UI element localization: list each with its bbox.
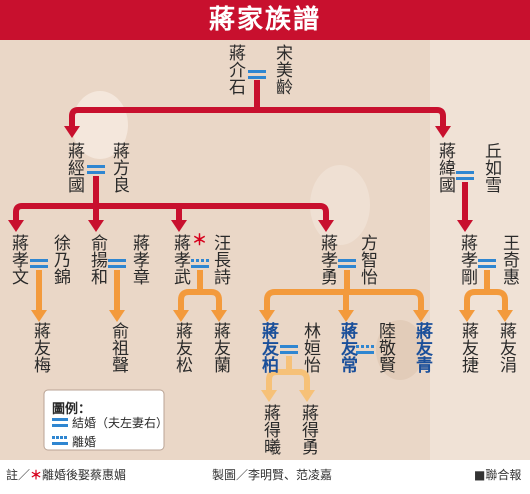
arrowhead — [459, 310, 475, 322]
legend-box — [43, 389, 165, 451]
legend-marriage-symbol — [52, 418, 68, 427]
person-chiang-weikuo: 蔣緯國 — [435, 142, 455, 193]
person-yu-sung: 蔣友松 — [172, 322, 192, 373]
connector-line — [69, 107, 446, 128]
person-yu-ching: 蔣友青 — [412, 322, 432, 373]
footer-note: 註／＊離婚後娶蔡惠媚 — [6, 466, 126, 483]
marriage-symbol — [108, 259, 126, 268]
arrowhead — [171, 220, 187, 232]
arrowhead — [8, 220, 24, 232]
arrowhead — [413, 310, 429, 322]
arrowhead — [435, 126, 451, 138]
connector-line — [464, 289, 508, 312]
footer-note-asterisk: ＊ — [30, 468, 43, 482]
background-right-panel — [430, 40, 530, 460]
marriage-symbol — [280, 345, 298, 354]
arrowhead — [261, 390, 277, 402]
footer-credits: 製圖／李明賢、范凌嘉 — [212, 468, 333, 482]
person-yu-mei: 蔣友梅 — [30, 322, 50, 373]
divorce-symbol — [356, 345, 374, 354]
footer-note-text: 離婚後娶蔡惠媚 — [42, 468, 127, 482]
person-wang-chihui: 王奇惠 — [499, 234, 519, 285]
person-chiang-kaishek: 蔣介石 — [225, 44, 245, 95]
legend-marriage-label: 結婚（夫左妻右） — [72, 416, 169, 430]
person-yu-chang: 蔣友常 — [337, 322, 357, 373]
person-chiang-fangliang: 蔣方良 — [109, 142, 129, 193]
person-soong-meiling: 宋美齡 — [272, 44, 292, 95]
marriage-symbol — [478, 259, 496, 268]
orange-arrowheads — [31, 310, 513, 322]
person-lin-yiyi: 林姮怡 — [300, 322, 320, 373]
marriage-symbol — [30, 259, 48, 268]
person-hsiao-kang: 蔣孝剛 — [457, 234, 477, 285]
person-yu-chuan: 蔣友涓 — [496, 322, 516, 373]
legend-title: 圖例： — [52, 402, 92, 417]
person-hsu-naichin: 徐乃錦 — [50, 234, 70, 285]
red-arrowheads — [8, 126, 473, 232]
marriage-symbols — [30, 70, 496, 354]
arrowhead — [338, 310, 354, 322]
person-yu-po: 蔣友柏 — [258, 322, 278, 373]
connector-line — [266, 369, 310, 392]
arrowhead — [173, 310, 189, 322]
marriage-symbol — [456, 171, 474, 180]
marriage-symbol — [248, 70, 266, 79]
person-lu-chinghsien: 陸敬賢 — [375, 322, 395, 373]
person-hsiao-chang: 蔣孝章 — [129, 234, 149, 285]
person-hsiao-wu: 蔣孝武 — [170, 234, 190, 285]
person-hsiao-yung: 蔣孝勇 — [317, 234, 337, 285]
arrowhead — [457, 220, 473, 232]
marriage-symbol — [87, 165, 105, 174]
person-te-hsi: 蔣得曦 — [260, 404, 280, 455]
footer-bar — [0, 460, 530, 494]
footer-note-prefix: 註／ — [6, 468, 31, 482]
arrowhead — [299, 390, 315, 402]
person-yu-lan: 蔣友蘭 — [210, 322, 230, 373]
connector-line — [178, 289, 222, 312]
arrowhead — [497, 310, 513, 322]
person-wang-changshih: 汪長詩 — [210, 234, 230, 285]
person-yu-chieh: 蔣友捷 — [458, 322, 478, 373]
person-te-yung: 蔣得勇 — [298, 404, 318, 455]
diagram-title: 蔣家族譜 — [208, 5, 321, 35]
arrowhead — [259, 310, 275, 322]
footer-source: ■聯合報 — [474, 468, 522, 482]
divorce-symbol — [191, 259, 209, 268]
bg-silhouette-head — [376, 320, 424, 380]
arrowhead — [64, 126, 80, 138]
divorce-symbols — [191, 259, 374, 354]
orange-lines — [36, 270, 508, 312]
arrowhead — [318, 220, 334, 232]
arrowhead — [88, 220, 104, 232]
arrowhead — [211, 310, 227, 322]
title-bar — [0, 0, 530, 40]
divorce-note-asterisk: ＊ — [192, 231, 208, 249]
legend-divorce-symbol — [52, 436, 68, 445]
person-hsiao-wen: 蔣孝文 — [8, 234, 28, 285]
arrowhead — [109, 310, 125, 322]
marriage-symbol — [338, 259, 356, 268]
legend-divorce-label: 離婚 — [72, 435, 97, 449]
person-yu-tsusheng: 俞祖聲 — [108, 322, 128, 373]
arrowhead — [31, 310, 47, 322]
person-fang-chihyi: 方智怡 — [357, 234, 377, 285]
person-yu-yangho: 俞揚和 — [87, 234, 107, 285]
person-chiu-jushyue: 丘如雪 — [481, 142, 501, 193]
red-lines — [13, 80, 468, 222]
person-chiang-chingkuo: 蔣經國 — [64, 142, 84, 193]
light-orange-lines — [266, 356, 310, 392]
light-orange-arrowheads — [261, 390, 315, 402]
connector-line — [13, 203, 329, 222]
